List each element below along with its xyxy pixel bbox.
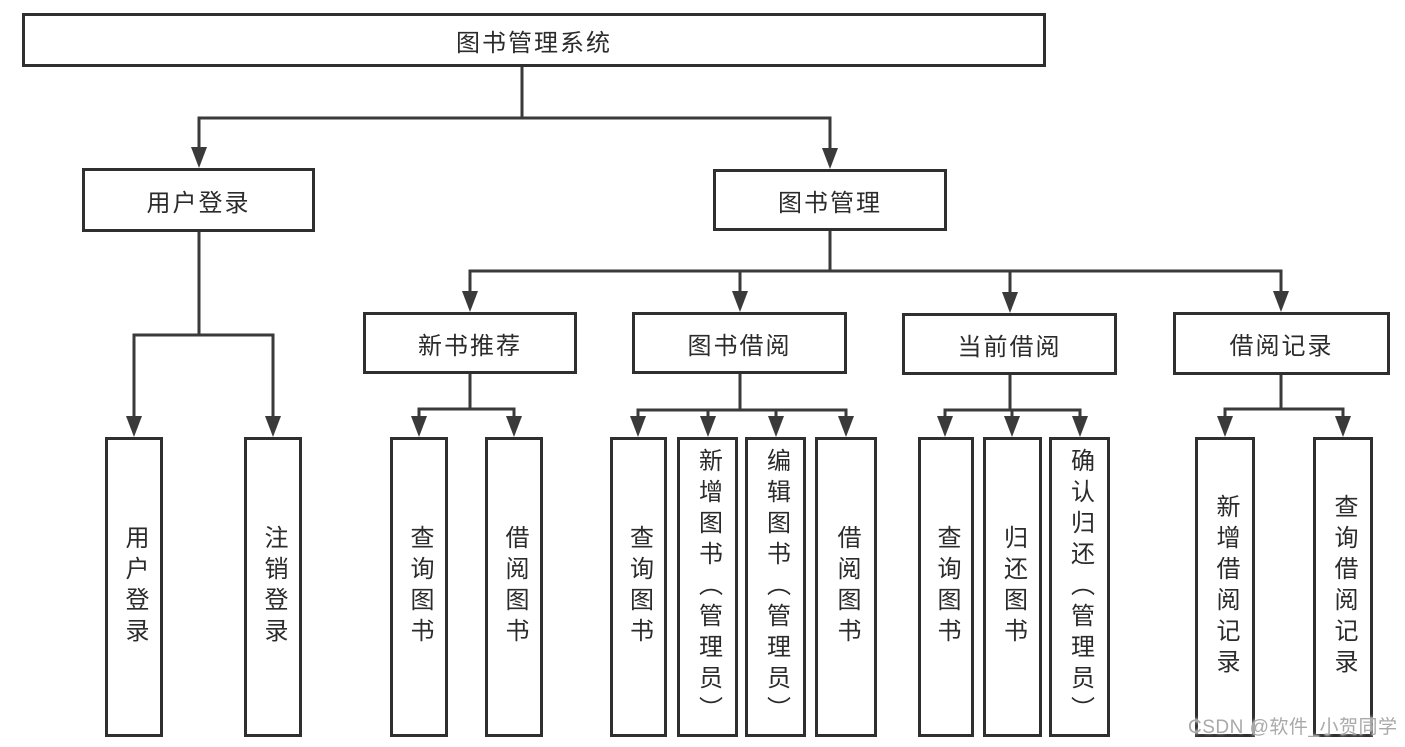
- arrowhead: [1217, 416, 1233, 437]
- node-label: 注销登录: [260, 525, 287, 649]
- node-label: 借阅图书: [501, 525, 528, 649]
- csdn-watermark: CSDN @软件_小贺同学: [1188, 717, 1398, 738]
- node-current-return-book: 归还图书: [983, 437, 1042, 737]
- node-label: 归还图书: [999, 525, 1027, 649]
- node-user-login-leaf: 用户登录: [105, 437, 163, 737]
- node-label: 图书管理系统: [456, 29, 612, 57]
- node-current-borrowing: 当前借阅: [902, 313, 1117, 375]
- node-records-add-record: 新增借阅记录: [1195, 437, 1255, 737]
- arrowhead: [822, 148, 838, 169]
- node-current-query-book: 查询图书: [918, 437, 974, 737]
- connector-new-book-recommend-to-children: [417, 372, 516, 424]
- node-label: 新书推荐: [418, 332, 522, 360]
- node-borrowing-borrow-book: 借阅图书: [815, 437, 877, 737]
- node-user-login: 用户登录: [82, 168, 315, 232]
- arrowhead: [191, 147, 207, 168]
- arrowhead: [411, 416, 427, 437]
- arrowhead: [462, 291, 478, 312]
- node-label: 借阅图书: [833, 525, 860, 649]
- node-library-management-system: 图书管理系统: [22, 13, 1046, 67]
- node-records-query-record: 查询借阅记录: [1313, 437, 1373, 737]
- arrowhead: [1004, 416, 1020, 437]
- arrowhead: [1273, 291, 1289, 312]
- arrowhead: [126, 416, 142, 437]
- node-label: 确认归还（管理员）: [1066, 447, 1094, 727]
- node-recommend-borrow-book: 借阅图书: [485, 437, 543, 737]
- arrowhead: [768, 416, 784, 437]
- node-label: 图书管理: [778, 189, 882, 217]
- arrowhead: [1002, 292, 1018, 313]
- arrowhead: [265, 416, 281, 437]
- connector-book-borrowing-to-children: [636, 372, 848, 424]
- node-current-confirm-return-admin: 确认归还（管理员）: [1049, 437, 1110, 737]
- connector-current-borrowing-to-children: [943, 373, 1082, 424]
- node-label: 用户登录: [146, 189, 251, 217]
- node-new-book-recommend: 新书推荐: [363, 312, 577, 374]
- arrowhead: [1335, 416, 1351, 437]
- arrowhead: [1072, 416, 1088, 437]
- connector-borrowing-records-to-children: [1223, 373, 1345, 424]
- arrowhead: [732, 291, 748, 312]
- node-label: 查询借阅记录: [1330, 494, 1357, 680]
- arrowhead: [838, 416, 854, 437]
- node-label: 编辑图书（管理员）: [762, 447, 790, 727]
- node-label: 借阅记录: [1229, 333, 1334, 360]
- node-borrowing-edit-book-admin: 编辑图书（管理员）: [745, 437, 806, 737]
- arrowhead: [700, 416, 716, 437]
- node-label: 查询图书: [406, 525, 433, 649]
- arrowhead: [937, 416, 953, 437]
- node-label: 查询图书: [933, 525, 960, 649]
- node-label: 图书借阅: [687, 332, 792, 360]
- node-logout: 注销登录: [244, 437, 302, 737]
- node-label: 当前借阅: [957, 333, 1062, 361]
- node-label: 新增图书（管理员）: [694, 447, 722, 727]
- connector-book-management-to-level3: [468, 229, 1283, 300]
- node-borrowing-add-book-admin: 新增图书（管理员）: [677, 437, 738, 737]
- node-book-management: 图书管理: [713, 169, 947, 231]
- arrowhead: [506, 416, 522, 437]
- node-borrowing-records: 借阅记录: [1173, 312, 1390, 375]
- node-book-borrowing: 图书借阅: [632, 312, 847, 374]
- node-borrowing-query-book: 查询图书: [610, 437, 667, 737]
- connector-root-to-level2: [197, 65, 832, 155]
- node-label: 新增借阅记录: [1212, 494, 1239, 680]
- node-recommend-query-book: 查询图书: [390, 437, 448, 737]
- node-label: 用户登录: [121, 525, 148, 649]
- node-label: 查询图书: [625, 525, 653, 649]
- arrowhead: [630, 416, 646, 437]
- connector-user-login-to-children: [132, 230, 275, 424]
